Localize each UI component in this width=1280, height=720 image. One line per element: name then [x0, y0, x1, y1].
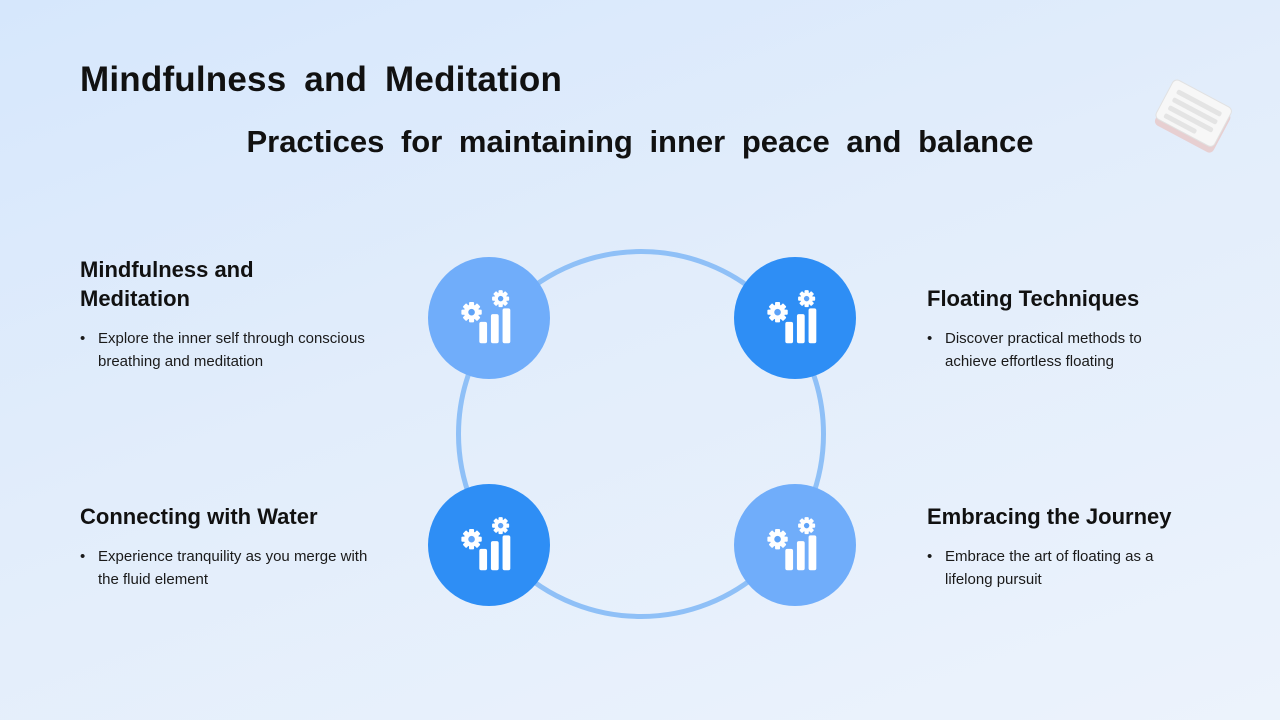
bullet-list: • Embrace the art of floating as a lifel… [927, 545, 1227, 591]
slide-subtitle: Practices for maintaining inner peace an… [246, 124, 1034, 159]
bullet-text: Discover practical methods to achieve ef… [945, 330, 1142, 370]
list-item: • Discover practical methods to achieve … [927, 327, 1175, 373]
bullet-text: Embrace the art of floating as a lifelon… [945, 548, 1154, 588]
block-heading: Connecting with Water [80, 504, 318, 529]
list-item: • Embrace the art of floating as a lifel… [927, 545, 1195, 591]
list-item: • Explore the inner self through conscio… [80, 327, 380, 373]
block-heading: Mindfulness and Meditation [80, 257, 254, 311]
gear-bar-chart-icon [767, 290, 817, 344]
block-heading: Embracing the Journey [927, 504, 1172, 529]
notepad-decoration-icon [1154, 79, 1232, 153]
slide-title: Mindfulness and Meditation [80, 60, 563, 99]
bullet-marker: • [927, 330, 933, 347]
cycle-node-2 [734, 257, 856, 379]
gear-bar-chart-icon [461, 290, 511, 344]
bullet-list: • Explore the inner self through conscio… [80, 327, 380, 373]
block-floating: Floating Techniques • Discover practical… [927, 284, 1187, 373]
block-water: Connecting with Water • Experience tranq… [80, 502, 380, 591]
bullet-marker: • [80, 330, 86, 347]
bullet-text: Experience tranquility as you merge with… [98, 548, 368, 588]
block-heading: Floating Techniques [927, 286, 1140, 311]
cycle-node-4 [734, 484, 856, 606]
gear-bar-chart-icon [461, 517, 511, 571]
bullet-marker: • [80, 548, 86, 565]
cycle-node-1 [428, 257, 550, 379]
cycle-node-3 [428, 484, 550, 606]
list-item: • Experience tranquility as you merge wi… [80, 545, 378, 591]
bullet-text: Explore the inner self through conscious… [98, 330, 365, 370]
bullet-list: • Experience tranquility as you merge wi… [80, 545, 380, 591]
cycle-ring [456, 249, 826, 619]
gear-bar-chart-icon [767, 517, 817, 571]
block-journey: Embracing the Journey • Embrace the art … [927, 502, 1227, 591]
block-mindfulness: Mindfulness and Meditation • Explore the… [80, 255, 380, 373]
bullet-list: • Discover practical methods to achieve … [927, 327, 1187, 373]
bullet-marker: • [927, 548, 933, 565]
